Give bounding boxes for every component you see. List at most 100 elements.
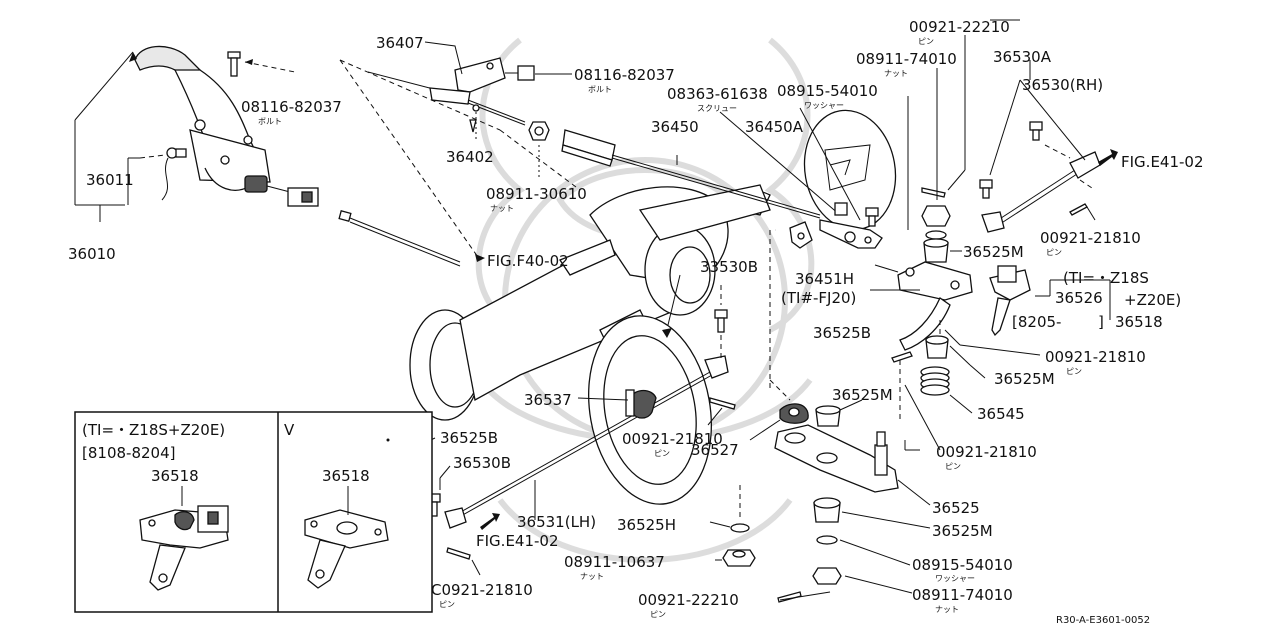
bushing-36525m-d	[813, 497, 841, 523]
sublabel-08915-54010-top: ワッシャー	[804, 101, 844, 110]
sublabel-00921-21810-a: ピン	[1046, 248, 1062, 257]
label-36525[interactable]: 36525	[932, 499, 980, 517]
inset-part-right[interactable]: 36518	[322, 467, 370, 485]
label-36525m-b[interactable]: 36525M	[994, 370, 1055, 388]
screw-08363	[834, 202, 848, 216]
clip-36451h	[789, 221, 813, 249]
label-8205[interactable]: [8205-	[1012, 313, 1061, 331]
cable-36530-rh	[981, 151, 1101, 233]
sublabel-08116-82037-b: ボルト	[588, 85, 612, 94]
label-08116-82037-b[interactable]: 08116-82037	[574, 66, 675, 84]
label-33530b[interactable]: 33530B	[700, 258, 758, 276]
bolt-36530rh	[1029, 121, 1043, 141]
inset-title-2: [8108-8204]	[82, 444, 175, 462]
label-36011[interactable]: 36011	[86, 171, 134, 189]
label-00921-21810-b[interactable]: 00921-21810	[1045, 348, 1146, 366]
inset-box: (TI=・Z18S+Z20E) [8108-8204] 36518 V 3651…	[74, 411, 433, 613]
label-36518[interactable]: 36518	[1115, 313, 1163, 331]
bushing-36525m-a	[923, 238, 949, 263]
label-00921-22210-top[interactable]: 00921-22210	[909, 18, 1010, 36]
label-c0921-21810[interactable]: C0921-21810	[431, 581, 533, 599]
inset-bracket-left	[139, 505, 229, 591]
label-36525b-a[interactable]: 36525B	[813, 324, 871, 342]
rear-axle-housing	[409, 184, 771, 421]
label-36525b-b[interactable]: 36525B	[440, 429, 498, 447]
label-z20e[interactable]: +Z20E)	[1124, 291, 1181, 309]
nut-08911-10637	[722, 549, 756, 567]
label-ti-z18s[interactable]: (TI=・Z18S	[1063, 269, 1149, 287]
inset-part-left[interactable]: 36518	[151, 467, 199, 485]
label-08911-74010-bot[interactable]: 08911-74010	[912, 586, 1013, 604]
label-00921-22210-bot[interactable]: 00921-22210	[638, 591, 739, 609]
sublabel-00921-22210-bot: ピン	[650, 610, 666, 619]
label-fig-e41-02-bot[interactable]: FIG.E41-02	[476, 532, 559, 550]
label-00921-21810-a[interactable]: 00921-21810	[1040, 229, 1141, 247]
bracket-36518	[989, 265, 1031, 337]
label-36530a[interactable]: 36530A	[993, 48, 1052, 66]
label-36531lh[interactable]: 36531(LH)	[517, 513, 596, 531]
lever-36525	[774, 424, 899, 493]
inset-title-1: (TI=・Z18S+Z20E)	[82, 421, 225, 439]
sublabel-08363-61638: スクリュー	[697, 104, 737, 113]
label-00921-21810-d[interactable]: 00921-21810	[936, 443, 1037, 461]
pin-00921-22210-top	[921, 187, 946, 198]
label-08911-30610[interactable]: 08911-30610	[486, 185, 587, 203]
label-08911-10637[interactable]: 08911-10637	[564, 553, 665, 571]
label-36530b[interactable]: 36530B	[453, 454, 511, 472]
label-36010[interactable]: 36010	[68, 245, 116, 263]
label-fig-e41-02-top[interactable]: FIG.E41-02	[1121, 153, 1204, 171]
label-36451h[interactable]: 36451H	[795, 270, 854, 288]
sublabel-00921-22210-top: ピン	[918, 37, 934, 46]
bolt-08915-mid	[865, 207, 879, 227]
label-fig-f40-02[interactable]: FIG.F40-02	[487, 252, 569, 270]
reference-code: R30-A-E3601-0052	[1056, 615, 1150, 626]
cable-clip-36537	[625, 389, 657, 419]
sublabel-08911-74010-top: ナット	[884, 69, 908, 78]
sublabel-00921-21810-b: ピン	[1066, 367, 1082, 376]
inset-bracket-right	[304, 509, 389, 589]
label-08911-74010-top[interactable]: 08911-74010	[856, 50, 957, 68]
washer-08915-54010-top	[925, 230, 947, 240]
sublabel-00921-21810-d: ピン	[945, 462, 961, 471]
label-36526[interactable]: 36526	[1055, 289, 1103, 307]
grommet-36527	[779, 403, 809, 424]
cable-bracket-36450	[561, 129, 821, 219]
part-labels: 36010 36011 08116-82037 ボルト 36407 08116-…	[68, 18, 1204, 626]
bolt-08116-b	[505, 65, 535, 81]
label-36525h[interactable]: 36525H	[617, 516, 676, 534]
return-spring-36545	[920, 366, 950, 396]
castle-nut-08911-74010-bot	[812, 567, 842, 585]
lever-36450a	[819, 219, 883, 249]
label-08363-61638[interactable]: 08363-61638	[667, 85, 768, 103]
bushing-36525m-c	[815, 405, 841, 427]
label-08116-82037-a[interactable]: 08116-82037	[241, 98, 342, 116]
label-36407[interactable]: 36407	[376, 34, 424, 52]
equalizer-36407	[367, 57, 526, 133]
label-36402[interactable]: 36402	[446, 148, 494, 166]
inset-v-label: V	[284, 421, 295, 439]
label-36537[interactable]: 36537	[524, 391, 572, 409]
bolt-36530a	[979, 179, 993, 199]
label-08915-54010-top[interactable]: 08915-54010	[777, 82, 878, 100]
label-00921-21810-c[interactable]: 00921-21810	[622, 430, 723, 448]
washer-08915-54010-bot	[816, 535, 838, 545]
sublabel-08911-30610: ナット	[490, 204, 514, 213]
sublabel-08116-82037-a: ボルト	[258, 117, 282, 126]
front-cable	[338, 210, 461, 267]
label-36525m-c[interactable]: 36525M	[832, 386, 893, 404]
bushing-36525m-b	[925, 335, 949, 359]
label-36530rh[interactable]: 36530(RH)	[1022, 76, 1103, 94]
label-36545[interactable]: 36545	[977, 405, 1025, 423]
label-36450a[interactable]: 36450A	[745, 118, 804, 136]
sublabel-00921-21810-c: ピン	[654, 449, 670, 458]
label-36450[interactable]: 36450	[651, 118, 699, 136]
label-ti-fj20[interactable]: (TI#-FJ20)	[781, 289, 856, 307]
pin-00921-21810-a	[1069, 203, 1088, 216]
label-36525m-a[interactable]: 36525M	[963, 243, 1024, 261]
label-08915-54010-bot[interactable]: 08915-54010	[912, 556, 1013, 574]
label-36527[interactable]: 36527	[691, 441, 739, 459]
nut-08911-30610	[528, 121, 550, 141]
pin-c0921-21810	[446, 547, 471, 560]
label-36525m-d[interactable]: 36525M	[932, 522, 993, 540]
